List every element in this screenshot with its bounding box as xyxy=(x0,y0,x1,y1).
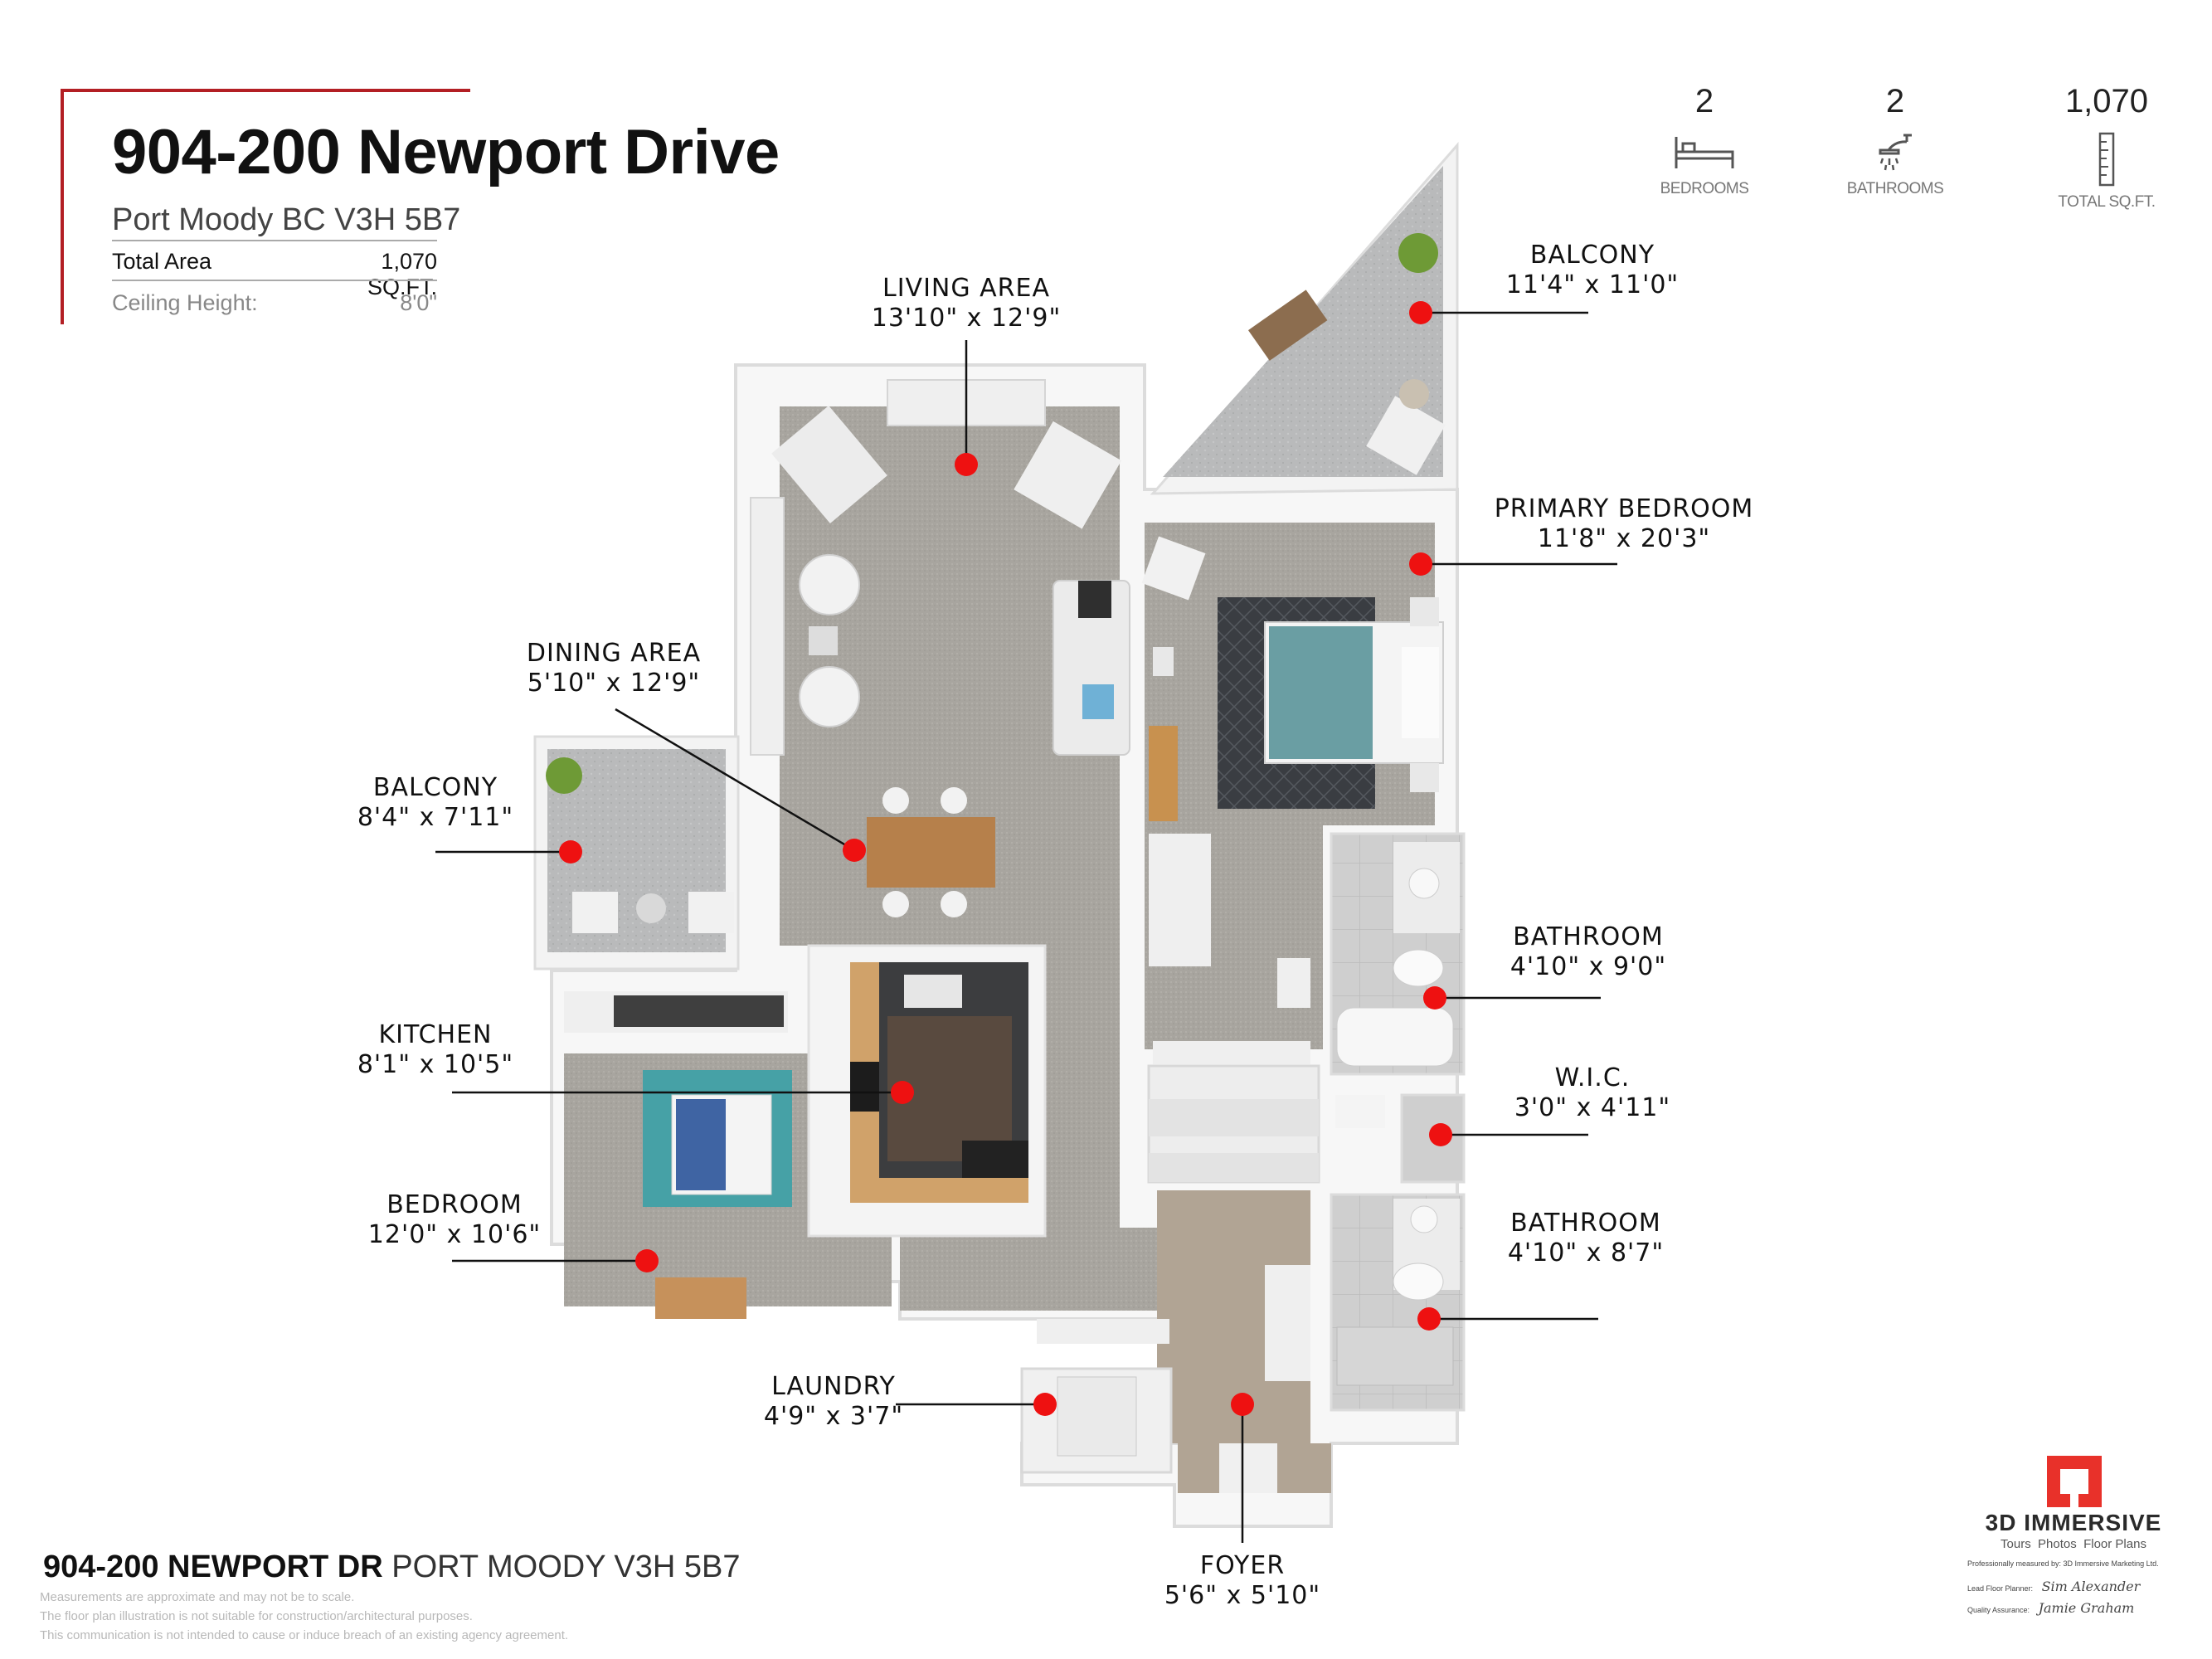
footer-address: 904-200 NEWPORT DR PORT MOODY V3H 5B7 xyxy=(43,1550,741,1585)
brand-logo-icon xyxy=(2047,1456,2102,1507)
balcony-main-name: BALCONY xyxy=(1529,241,1655,270)
shower-icon xyxy=(1879,134,1912,171)
marker-kitchen xyxy=(891,1081,914,1104)
floors xyxy=(547,166,1466,1493)
marker-primary-bedroom xyxy=(1409,552,1432,576)
bathrooms-caption: BATHROOMS xyxy=(1846,180,1944,197)
ruler-icon xyxy=(2098,132,2115,187)
qa-signature: Jamie Graham xyxy=(2038,1600,2135,1616)
leader-dining xyxy=(615,708,855,852)
bedrooms-caption: BEDROOMS xyxy=(1660,180,1749,197)
qa-label: Quality Assurance: xyxy=(1967,1606,2030,1614)
marker-foyer xyxy=(1231,1393,1254,1416)
bedroom-name: BEDROOM xyxy=(386,1190,523,1219)
marker-bathroom-1 xyxy=(1423,986,1446,1010)
brand-name: 3D IMMERSIVE xyxy=(1985,1510,2162,1535)
stat-bedrooms: 2 BEDROOMS xyxy=(1613,83,1796,198)
planner-label: Lead Floor Planner: xyxy=(1967,1584,2034,1593)
footer-address-bold: 904-200 NEWPORT DR xyxy=(43,1550,383,1584)
marker-dining xyxy=(843,839,866,862)
bathroom-2-dims: 4'10" x 8'7" xyxy=(1507,1238,1665,1267)
foyer-name: FOYER xyxy=(1199,1551,1286,1580)
stat-bathrooms: 2 BATHROOMS xyxy=(1804,83,1986,198)
brand-qa: Quality Assurance: Jamie Graham xyxy=(1967,1600,2134,1616)
disclaimer-line-2: The floor plan illustration is not suita… xyxy=(40,1609,473,1623)
bathrooms-count: 2 xyxy=(1885,83,1905,119)
brand-measured-by: Professionally measured by: 3D Immersive… xyxy=(1967,1559,2159,1568)
balcony-small-name: BALCONY xyxy=(372,773,498,802)
disclaimer-line-1: Measurements are approximate and may not… xyxy=(40,1590,355,1604)
bed-icon xyxy=(1675,137,1734,168)
label-wic: W.I.C.3'0" x 4'11" xyxy=(1514,1063,1670,1123)
header-accent-rule xyxy=(61,89,470,324)
bedroom-dims: 12'0" x 10'6" xyxy=(367,1220,542,1249)
marker-living xyxy=(955,453,978,476)
disclaimer: Measurements are approximate and may not… xyxy=(40,1588,568,1645)
bathroom-2-name: BATHROOM xyxy=(1510,1209,1661,1238)
stat-sqft: 1,070 TOTAL SQ.FT. xyxy=(2015,83,2198,212)
dining-name: DINING AREA xyxy=(526,639,702,668)
furniture xyxy=(546,233,1446,1493)
balcony-main-dims: 11'4" x 11'0" xyxy=(1505,270,1680,299)
total-area-label: Total Area xyxy=(112,249,212,274)
brand-planner: Lead Floor Planner: Sim Alexander xyxy=(1967,1579,2140,1594)
primary-bedroom-dims: 11'8" x 20'3" xyxy=(1537,524,1711,553)
balcony-small-dims: 8'4" x 7'11" xyxy=(357,803,514,832)
bathroom-1-dims: 4'10" x 9'0" xyxy=(1510,952,1667,981)
kitchen-name: KITCHEN xyxy=(378,1020,493,1049)
total-area-value: 1,070 SQ.FT. xyxy=(367,249,437,299)
sqft-caption: TOTAL SQ.FT. xyxy=(2058,193,2156,211)
ceiling-value: 8'0" xyxy=(400,290,437,315)
footer-address-rest: PORT MOODY V3H 5B7 xyxy=(391,1550,741,1584)
sqft-count: 1,070 xyxy=(2064,83,2149,119)
location: Port Moody BC V3H 5B7 xyxy=(112,202,461,237)
primary-bedroom-name: PRIMARY BEDROOM xyxy=(1494,494,1754,523)
wic-dims: 3'0" x 4'11" xyxy=(1514,1093,1671,1122)
marker-bathroom-2 xyxy=(1417,1307,1441,1331)
laundry-dims: 4'9" x 3'7" xyxy=(763,1402,904,1431)
marker-balcony-small xyxy=(559,840,582,864)
bathroom-1-name: BATHROOM xyxy=(1513,922,1664,951)
marker-wic xyxy=(1429,1123,1452,1146)
marker-bedroom xyxy=(635,1249,659,1272)
brand-tagline: Tours Photos Floor Plans xyxy=(2001,1537,2146,1551)
kitchen-dims: 8'1" x 10'5" xyxy=(357,1050,514,1079)
living-name: LIVING AREA xyxy=(882,274,1050,303)
total-area-rule xyxy=(112,280,437,281)
marker-laundry xyxy=(1033,1393,1057,1416)
dining-dims: 5'10" x 12'9" xyxy=(527,669,701,698)
bedrooms-count: 2 xyxy=(1694,83,1714,119)
ceiling-label: Ceiling Height: xyxy=(112,290,258,315)
foyer-dims: 5'6" x 5'10" xyxy=(1164,1581,1321,1610)
marker-balcony-main xyxy=(1409,301,1432,324)
location-rule xyxy=(112,240,437,241)
disclaimer-line-3: This communication is not intended to ca… xyxy=(40,1628,569,1642)
living-dims: 13'10" x 12'9" xyxy=(871,304,1062,333)
laundry-name: LAUNDRY xyxy=(771,1372,896,1401)
page-title: 904-200 Newport Drive xyxy=(112,117,780,187)
wic-name: W.I.C. xyxy=(1554,1063,1631,1092)
planner-signature: Sim Alexander xyxy=(2041,1579,2141,1594)
